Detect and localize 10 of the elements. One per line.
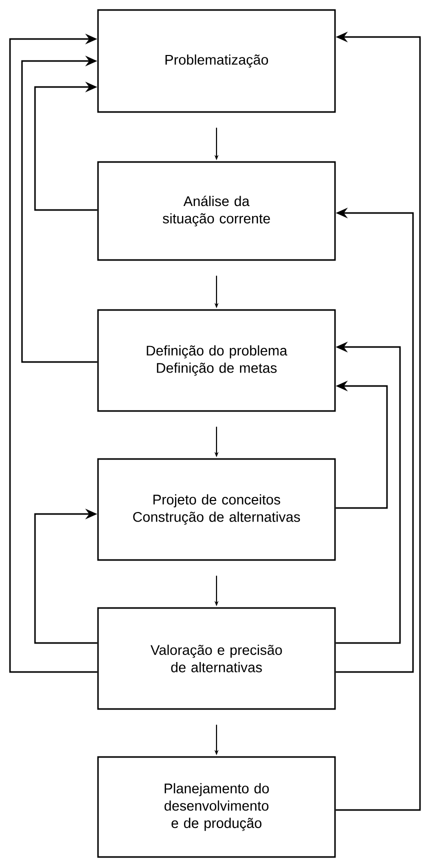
process-box: Análise da situação corrente bbox=[97, 161, 336, 261]
feedback-arrow bbox=[21, 56, 98, 363]
feedback-arrow bbox=[34, 508, 98, 644]
process-box: Definição do problema Definição de metas bbox=[97, 309, 336, 412]
feedback-arrow bbox=[34, 82, 98, 211]
feedback-arrow bbox=[9, 34, 98, 673]
process-box: Valoração e precisão de alternativas bbox=[97, 607, 336, 710]
process-box: Projeto de conceitos Construção de alternativas bbox=[97, 458, 336, 561]
process-box: Problematização bbox=[97, 9, 336, 113]
process-box: Planejamento do desenvolvimento e de produção bbox=[97, 756, 336, 858]
